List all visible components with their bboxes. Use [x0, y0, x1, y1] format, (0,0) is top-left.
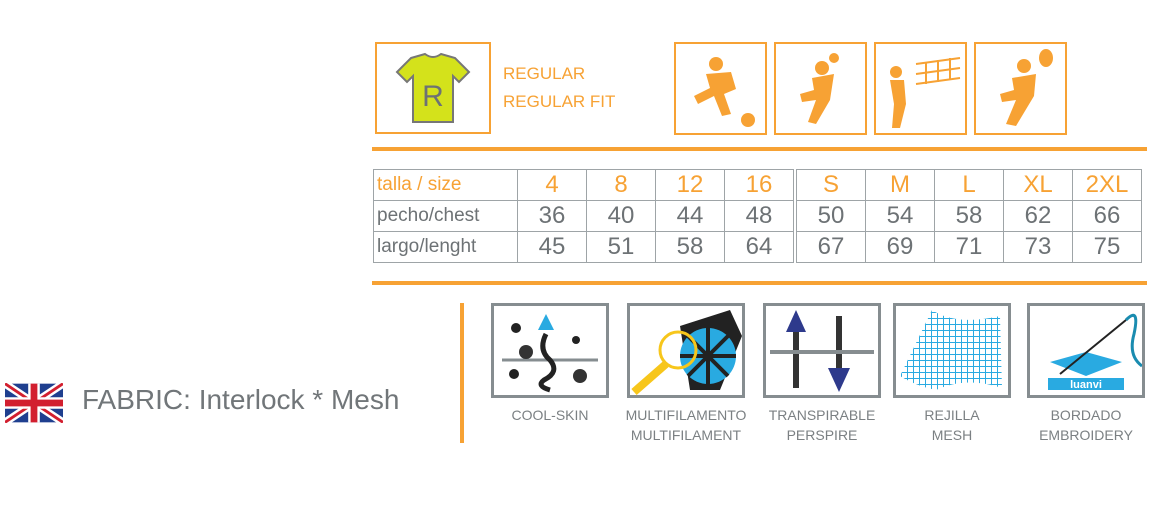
feature-label: COOL-SKIN: [511, 407, 589, 423]
size-cell: 8: [586, 169, 656, 201]
mesh-icon: [893, 303, 1011, 398]
cell: 67: [794, 231, 866, 263]
cell: 75: [1072, 231, 1142, 263]
fabric-label: FABRIC: Interlock * Mesh: [82, 384, 400, 415]
cell: 50: [794, 200, 866, 232]
size-cell: 4: [517, 169, 587, 201]
vertical-divider: [460, 303, 464, 443]
fit-letter: R: [422, 80, 444, 113]
paddle-icon: [974, 42, 1067, 135]
table-row: talla / size 4 8 12 16 S M L XL 2XL: [373, 169, 1142, 201]
perspire-icon: [763, 303, 881, 398]
uk-flag-icon: [5, 383, 63, 423]
cool-skin-icon: [491, 303, 609, 398]
cell: 48: [724, 200, 797, 232]
svg-text:luanvi: luanvi: [1070, 379, 1102, 391]
volleyball-icon: [874, 42, 967, 135]
football-icon: [674, 42, 767, 135]
cell: 64: [724, 231, 797, 263]
cell: 71: [934, 231, 1004, 263]
cell: 51: [586, 231, 656, 263]
size-cell: S: [794, 169, 866, 201]
row-label: largo/lenght: [373, 231, 518, 263]
divider: [372, 281, 1147, 285]
size-header: talla / size: [373, 169, 518, 201]
embroidery-icon: luanvi: [1027, 303, 1145, 398]
divider: [372, 147, 1147, 151]
size-cell: L: [934, 169, 1004, 201]
cell: 36: [517, 200, 587, 232]
cell: 69: [865, 231, 935, 263]
multifilament-icon: [627, 303, 745, 398]
size-cell: 2XL: [1072, 169, 1142, 201]
cell: 58: [934, 200, 1004, 232]
cell: 40: [586, 200, 656, 232]
size-table: talla / size 4 8 12 16 S M L XL 2XL pech…: [373, 169, 1142, 263]
cell: 58: [655, 231, 725, 263]
size-cell: 12: [655, 169, 725, 201]
cell: 45: [517, 231, 587, 263]
cell: 54: [865, 200, 935, 232]
size-cell: M: [865, 169, 935, 201]
cell: 66: [1072, 200, 1142, 232]
cell: 73: [1003, 231, 1073, 263]
fit-badge: R: [375, 42, 491, 134]
table-row: pecho/chest 36 40 44 48 50 54 58 62 66: [373, 200, 1142, 232]
row-label: pecho/chest: [373, 200, 518, 232]
table-row: largo/lenght 45 51 58 64 67 69 71 73 75: [373, 231, 1142, 263]
cell: 44: [655, 200, 725, 232]
fit-line2: REGULAR FIT: [503, 92, 616, 111]
cell: 62: [1003, 200, 1073, 232]
handball-icon: [774, 42, 867, 135]
fit-line1: REGULAR: [503, 64, 586, 83]
tshirt-icon: R: [395, 52, 471, 123]
size-cell: 16: [724, 169, 797, 201]
size-cell: XL: [1003, 169, 1073, 201]
